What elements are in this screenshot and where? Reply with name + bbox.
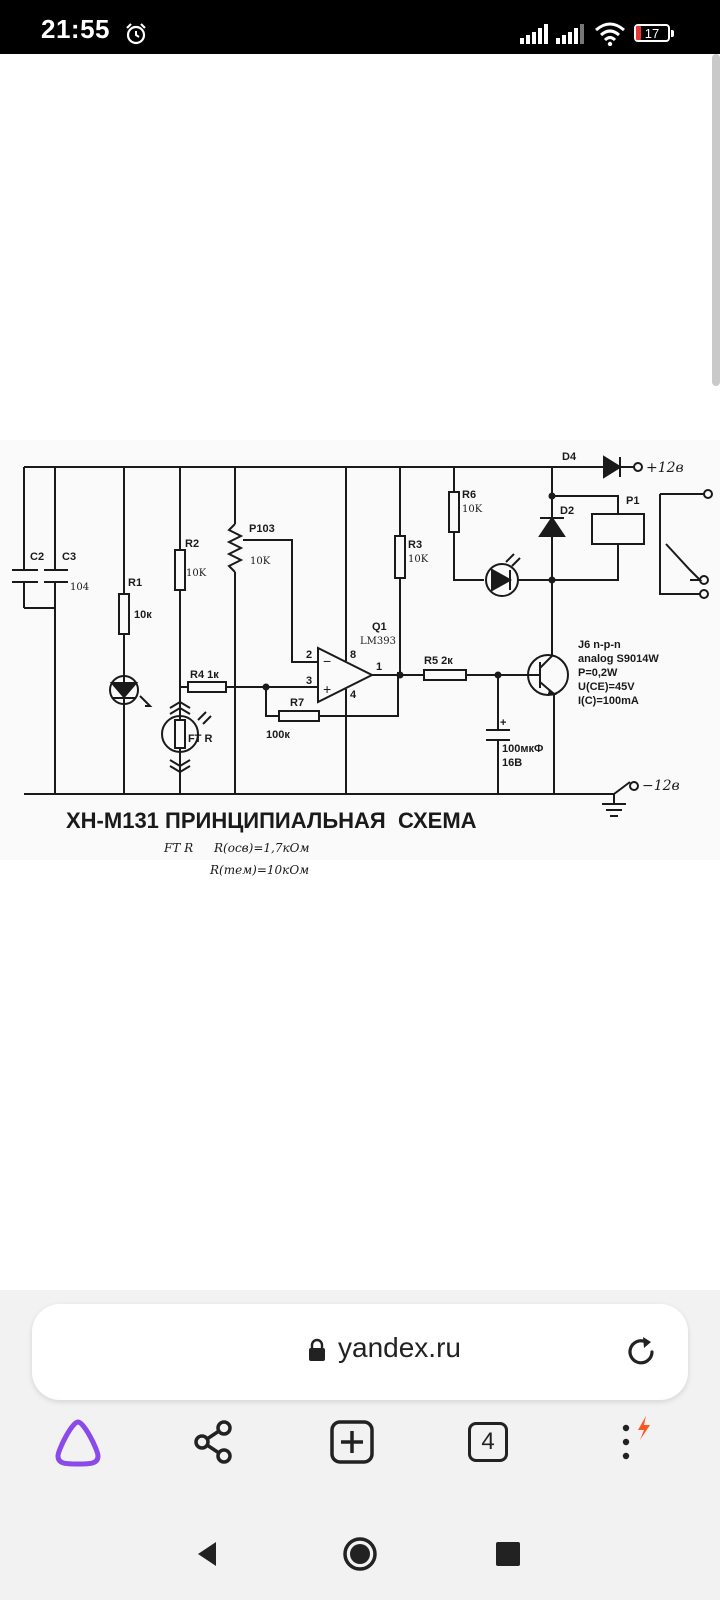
label-r6: R6 [462,489,476,501]
label-r3: R3 [408,539,422,551]
share-icon[interactable] [186,1414,242,1470]
signal-icon [520,24,548,44]
label-pin4: 4 [350,689,357,701]
recents-icon[interactable] [484,1530,532,1578]
label-r1-value: 10к [134,609,152,621]
label-supply-minus: −12в [642,778,680,794]
menu-icon[interactable] [606,1414,662,1470]
label-plus: + [323,681,331,697]
label-pin2: 2 [306,649,312,661]
status-time: 21:55 [41,14,110,44]
label-cap-voltage: 16В [502,757,522,769]
label-d2: D2 [560,505,574,517]
tabs-count: 4 [468,1422,508,1462]
label-c2: C2 [30,551,44,563]
transistor-spec-2: P=0,2W [578,667,618,679]
transistor-spec-3: U(CE)=45V [578,681,635,693]
label-r1: R1 [128,577,142,589]
label-pin8: 8 [350,649,356,661]
label-d4: D4 [562,451,577,463]
label-r6-value: 10K [462,504,483,515]
label-p1: P1 [626,495,639,507]
label-c3-value: 104 [70,582,89,593]
home-icon[interactable] [336,1530,384,1578]
label-r2: R2 [185,538,199,550]
transistor-spec-1: analog S9014W [578,653,659,665]
status-bar: 21:55 17 [0,0,720,54]
new-tab-icon[interactable] [324,1414,380,1470]
address-bar[interactable]: yandex.ru [32,1304,688,1400]
transistor-spec-4: I(C)=100mA [578,695,639,707]
label-cap-value: 100мкФ [502,743,543,755]
label-cap-plus: + [500,717,506,729]
label-ftr: FT R [188,733,212,745]
note-line2: R(тем)=10кОм [209,863,309,877]
note-line1: R(осв)=1,7кОм [213,841,309,855]
battery-icon: 17 [634,24,674,44]
back-icon[interactable] [184,1530,232,1578]
label-r3-value: 10K [408,554,429,565]
label-r4: R4 1к [190,669,219,681]
label-supply-plus: +12в [646,460,684,476]
url-text[interactable]: yandex.ru [338,1332,461,1363]
label-p103-value: 10K [250,556,271,567]
note-label: FT R [163,841,193,855]
label-pin3: 3 [306,675,312,687]
browser-bottom-panel: yandex.ru 4 [0,1290,720,1506]
lock-icon [309,1338,325,1361]
battery-level: 17 [644,26,660,41]
label-r7-value: 100к [266,729,290,741]
circuit-schematic-image: C2 C3 104 R1 10к R2 10K FT R R4 1к P103 … [0,440,720,860]
label-r2-value: 10K [186,568,207,579]
label-r7: R7 [290,697,304,709]
label-minus: − [323,653,331,669]
transistor-spec-0: J6 n-p-n [578,639,621,651]
tabs-icon[interactable]: 4 [460,1414,516,1470]
notification-lightning-icon [638,1416,650,1440]
schematic-title: XH-M131 ПРИНЦИПИАЛЬНАЯ СХЕМА [66,808,477,833]
schematic-note-second-line: R(тем)=10кОм [209,863,309,877]
alice-icon[interactable] [50,1414,106,1470]
wifi-icon [595,22,625,46]
label-q1-value: LM393 [360,636,396,647]
scrollbar[interactable] [712,54,720,386]
label-c3: C3 [62,551,76,563]
label-r5: R5 2к [424,655,453,667]
signal-icon [556,24,584,44]
reload-icon[interactable] [624,1334,660,1370]
alarm-icon [126,23,146,45]
system-nav-bar [0,1506,720,1600]
label-pin1: 1 [376,661,382,673]
label-q1: Q1 [372,621,387,633]
label-p103: P103 [249,523,275,535]
